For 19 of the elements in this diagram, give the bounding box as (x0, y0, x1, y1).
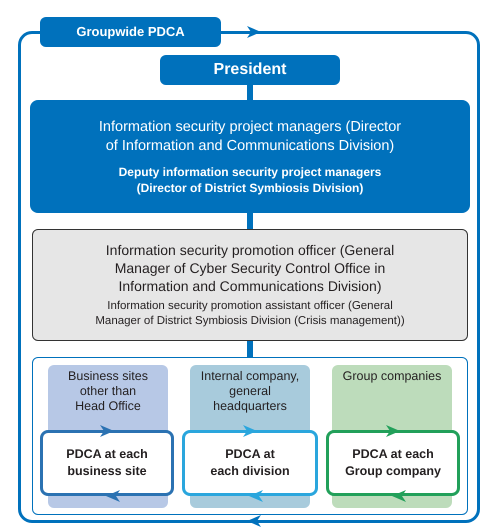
cycle-label: PDCA at each Group company (344, 446, 442, 480)
role-box (32, 229, 468, 341)
connector-line (247, 85, 253, 100)
column-heading: Group companies (342, 368, 442, 384)
cycle-label: PDCA at each business site (65, 446, 149, 480)
column-heading: Internal company, general headquarters (200, 368, 300, 414)
role-text: President (214, 60, 286, 80)
frame-title-tab: Groupwide PDCA (40, 17, 221, 47)
role-box (160, 55, 340, 85)
connector-line (247, 213, 253, 229)
group-panel (32, 357, 468, 515)
role-text: Deputy information security project managers (Director of District Symbiosis Division) (118, 164, 382, 196)
connector-line (247, 341, 253, 357)
role-text: Information security promotion assistant officer (General Manager of District Symbiosis Division (Crisis management)) (94, 299, 406, 329)
role-text: Information security project managers (Director of Information and Communications Division) (98, 118, 402, 156)
role-text: Information security promotion officer (General Manager of Cyber Security Control Office in Information and Communications Division) (104, 241, 396, 295)
role-box (30, 100, 470, 213)
cycle-label: PDCA at each division (209, 446, 291, 480)
column-heading: Business sites other than Head Office (67, 368, 149, 414)
